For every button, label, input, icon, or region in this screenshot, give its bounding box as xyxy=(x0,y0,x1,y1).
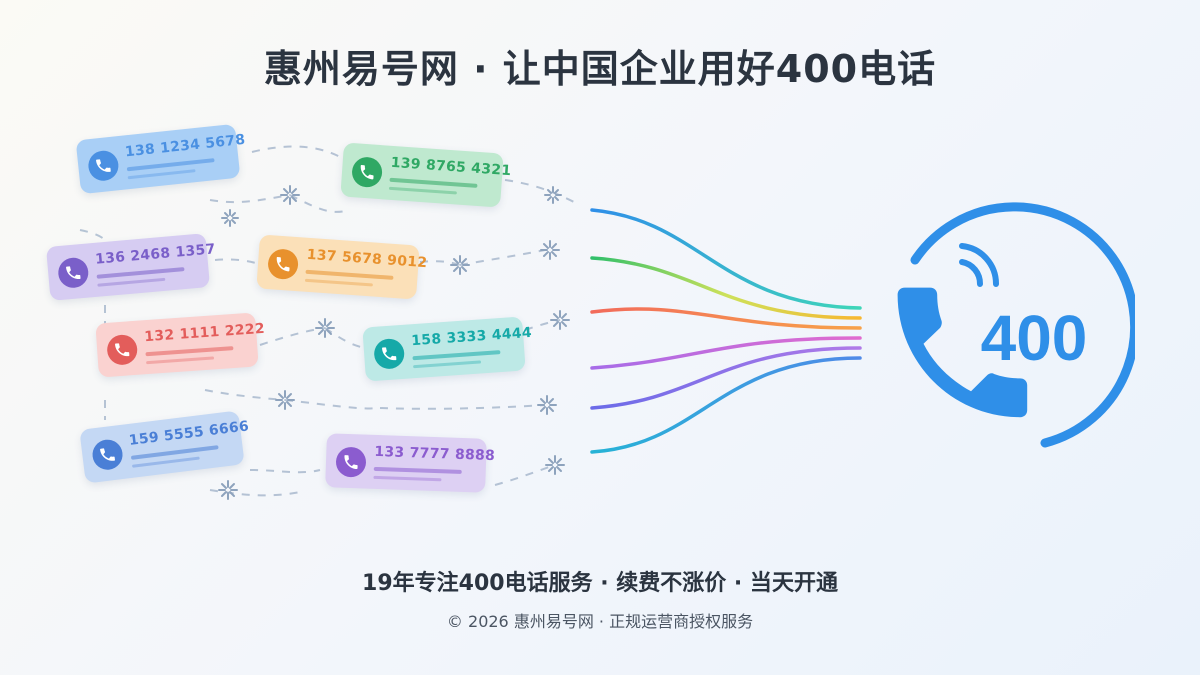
caller-card: 136 2468 1357 xyxy=(45,233,216,301)
hub-400-icon: 400 xyxy=(870,200,1140,465)
phone-number: 136 2468 1357 xyxy=(94,241,217,268)
phone-number: 158 3333 4444 xyxy=(410,324,533,350)
caller-card: 132 1111 2222 xyxy=(95,312,265,378)
phone-number: 133 7777 8888 xyxy=(374,443,496,465)
caller-card: 133 7777 8888 xyxy=(325,433,495,493)
caller-card: 139 8765 4321 xyxy=(340,142,512,208)
footer-copyright: © 2026 惠州易号网 · 正规运营商授权服务 xyxy=(446,612,754,631)
caller-card: 159 5555 6666 xyxy=(79,410,250,484)
phone-icon xyxy=(267,248,300,281)
caller-card: 138 1234 5678 xyxy=(75,123,246,195)
phone-number: 139 8765 4321 xyxy=(390,154,512,180)
handset-icon xyxy=(897,287,1028,418)
phone-number: 132 1111 2222 xyxy=(143,320,266,346)
phone-number: 159 5555 6666 xyxy=(128,418,250,449)
phone-icon xyxy=(351,156,384,189)
signal-waves-icon xyxy=(959,243,1000,287)
phone-icon xyxy=(86,149,120,183)
tagline: 19年专注400电话服务 · 续费不涨价 · 当天开通 xyxy=(362,571,838,596)
phone-number: 137 5678 9012 xyxy=(306,246,428,272)
page-title: 惠州易号网 · 让中国企业用好400电话 xyxy=(263,47,937,91)
caller-card: 158 3333 4444 xyxy=(362,316,532,382)
ring-arc xyxy=(910,202,1140,448)
phone-icon xyxy=(57,256,90,290)
phone-icon xyxy=(373,337,406,370)
phone-icon xyxy=(90,437,125,472)
phone-icon xyxy=(106,333,139,366)
phone-number: 138 1234 5678 xyxy=(124,131,247,161)
caller-card: 137 5678 9012 xyxy=(256,234,428,300)
hub-label: 400 xyxy=(981,302,1088,374)
phone-icon xyxy=(335,446,367,478)
